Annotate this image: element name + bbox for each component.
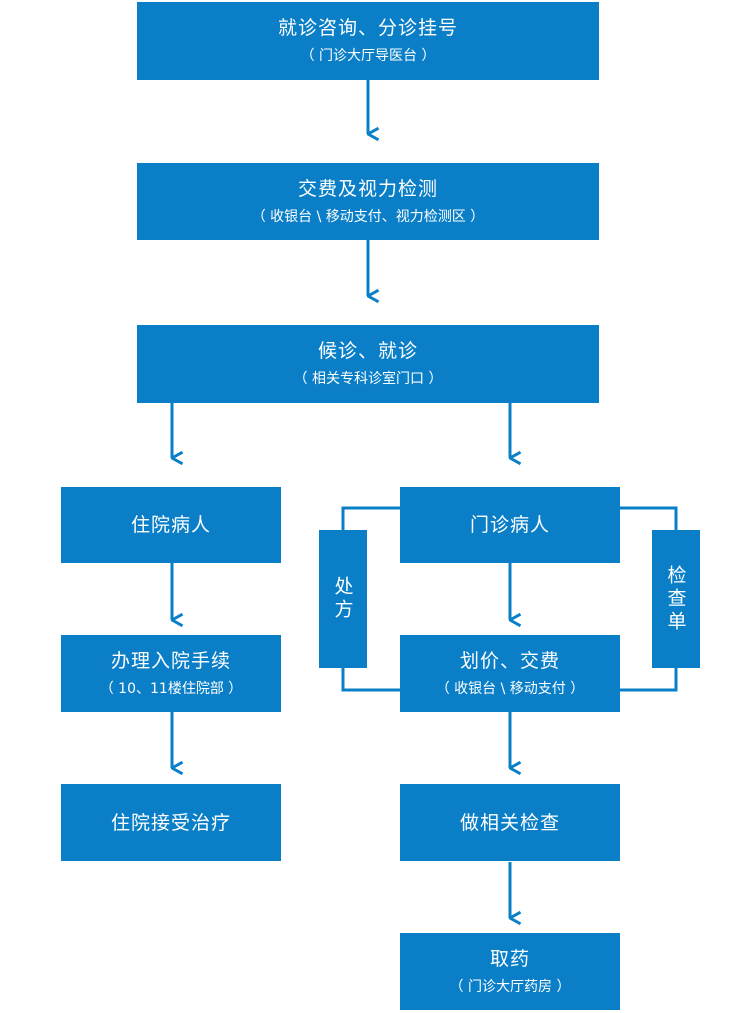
node-consult-title: 就诊咨询、分诊挂号 [277, 17, 458, 39]
node-admission: 办理入院手续 （ 10、11楼住院部 ） [61, 635, 281, 712]
node-exam: 做相关检查 [400, 784, 620, 861]
node-outpatient: 门诊病人 [400, 487, 620, 563]
node-admission-title: 办理入院手续 [110, 649, 231, 672]
node-pricing: 划价、交费 （ 收银台 \ 移动支付 ） [400, 635, 620, 712]
node-prescription: 处方 [319, 530, 367, 668]
node-checklist: 检查单 [652, 530, 700, 668]
node-consult-sub: （ 门诊大厅导医台 ） [300, 48, 436, 64]
node-medicine-title: 取药 [489, 947, 530, 970]
node-admission-sub: （ 10、11楼住院部 ） [99, 680, 243, 697]
node-inpatient-title: 住院病人 [130, 514, 211, 536]
node-payment: 交费及视力检测 （ 收银台 \ 移动支付、视力检测区 ） [137, 163, 599, 240]
node-pricing-title: 划价、交费 [459, 649, 560, 672]
node-medicine: 取药 （ 门诊大厅药房 ） [400, 933, 620, 1010]
node-treatment: 住院接受治疗 [61, 784, 281, 861]
node-treatment-title: 住院接受治疗 [110, 811, 231, 834]
node-exam-title: 做相关检查 [459, 811, 560, 834]
node-inpatient: 住院病人 [61, 487, 281, 563]
node-waiting: 候诊、就诊 （ 相关专科诊室门口 ） [137, 325, 599, 403]
node-checklist-title: 检查单 [664, 564, 687, 634]
node-consult: 就诊咨询、分诊挂号 （ 门诊大厅导医台 ） [137, 2, 599, 80]
node-medicine-sub: （ 门诊大厅药房 ） [449, 978, 571, 995]
node-waiting-sub: （ 相关专科诊室门口 ） [293, 371, 443, 387]
node-prescription-title: 处方 [331, 576, 354, 622]
node-pricing-sub: （ 收银台 \ 移动支付 ） [435, 680, 585, 697]
node-payment-sub: （ 收银台 \ 移动支付、视力检测区 ） [251, 208, 485, 225]
node-waiting-title: 候诊、就诊 [317, 340, 418, 362]
node-outpatient-title: 门诊病人 [469, 514, 550, 536]
node-payment-title: 交费及视力检测 [297, 177, 438, 200]
